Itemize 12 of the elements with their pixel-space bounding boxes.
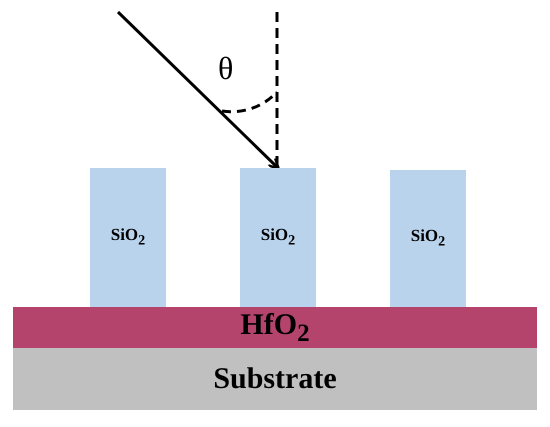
substrate-layer: [13, 348, 537, 410]
incident-ray-arrow: [116, 10, 280, 170]
film-layer: [13, 307, 537, 348]
angle-label: θ: [218, 52, 234, 84]
material-label: HfO$_{2}$: [240, 308, 310, 348]
material-label: SiO$_{2}$: [110, 225, 146, 250]
material-label: Substrate: [213, 362, 337, 396]
pillar-block: [90, 168, 166, 307]
material-label: SiO$_{2}$: [260, 225, 296, 250]
pillar-block: [240, 168, 316, 307]
pillar-block: [390, 170, 466, 307]
material-label: SiO$_{2}$: [410, 226, 446, 251]
